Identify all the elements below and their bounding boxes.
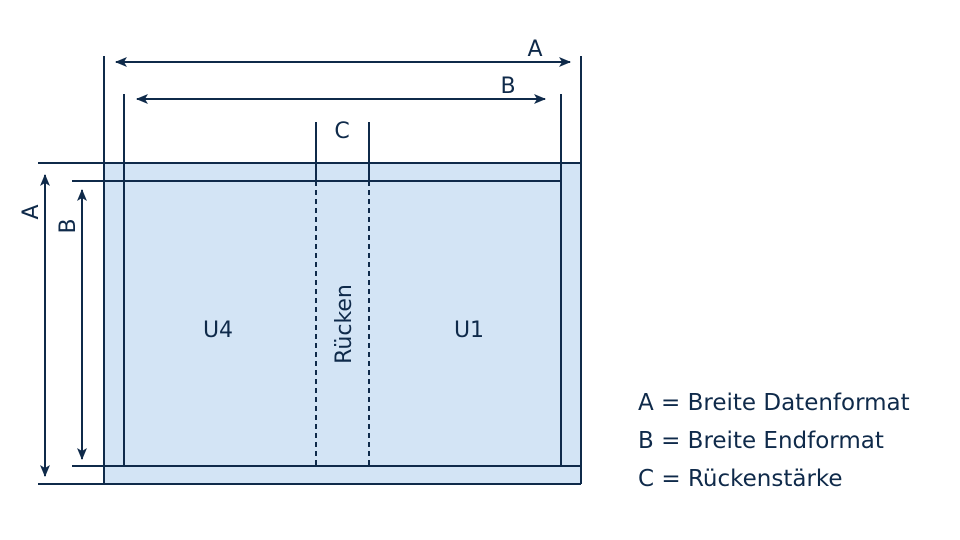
legend-item-b: B = Breite Endformat (638, 428, 884, 454)
legend-item-a: A = Breite Datenformat (638, 390, 910, 416)
end-format-outline (123, 180, 562, 467)
data-format-area (104, 163, 581, 484)
panel-label-spine: Rücken (332, 284, 357, 364)
label-b-horizontal: B (500, 74, 515, 99)
label-b-vertical: B (56, 218, 81, 233)
label-a-vertical: A (19, 204, 44, 219)
legend-item-c: C = Rückenstärke (638, 466, 843, 492)
legend: A = Breite Datenformat B = Breite Endfor… (638, 384, 910, 498)
panel-label-u1: U1 (454, 318, 484, 343)
label-a-horizontal: A (527, 37, 542, 62)
panel-label-u4: U4 (203, 318, 233, 343)
label-c-spine: C (334, 119, 349, 144)
